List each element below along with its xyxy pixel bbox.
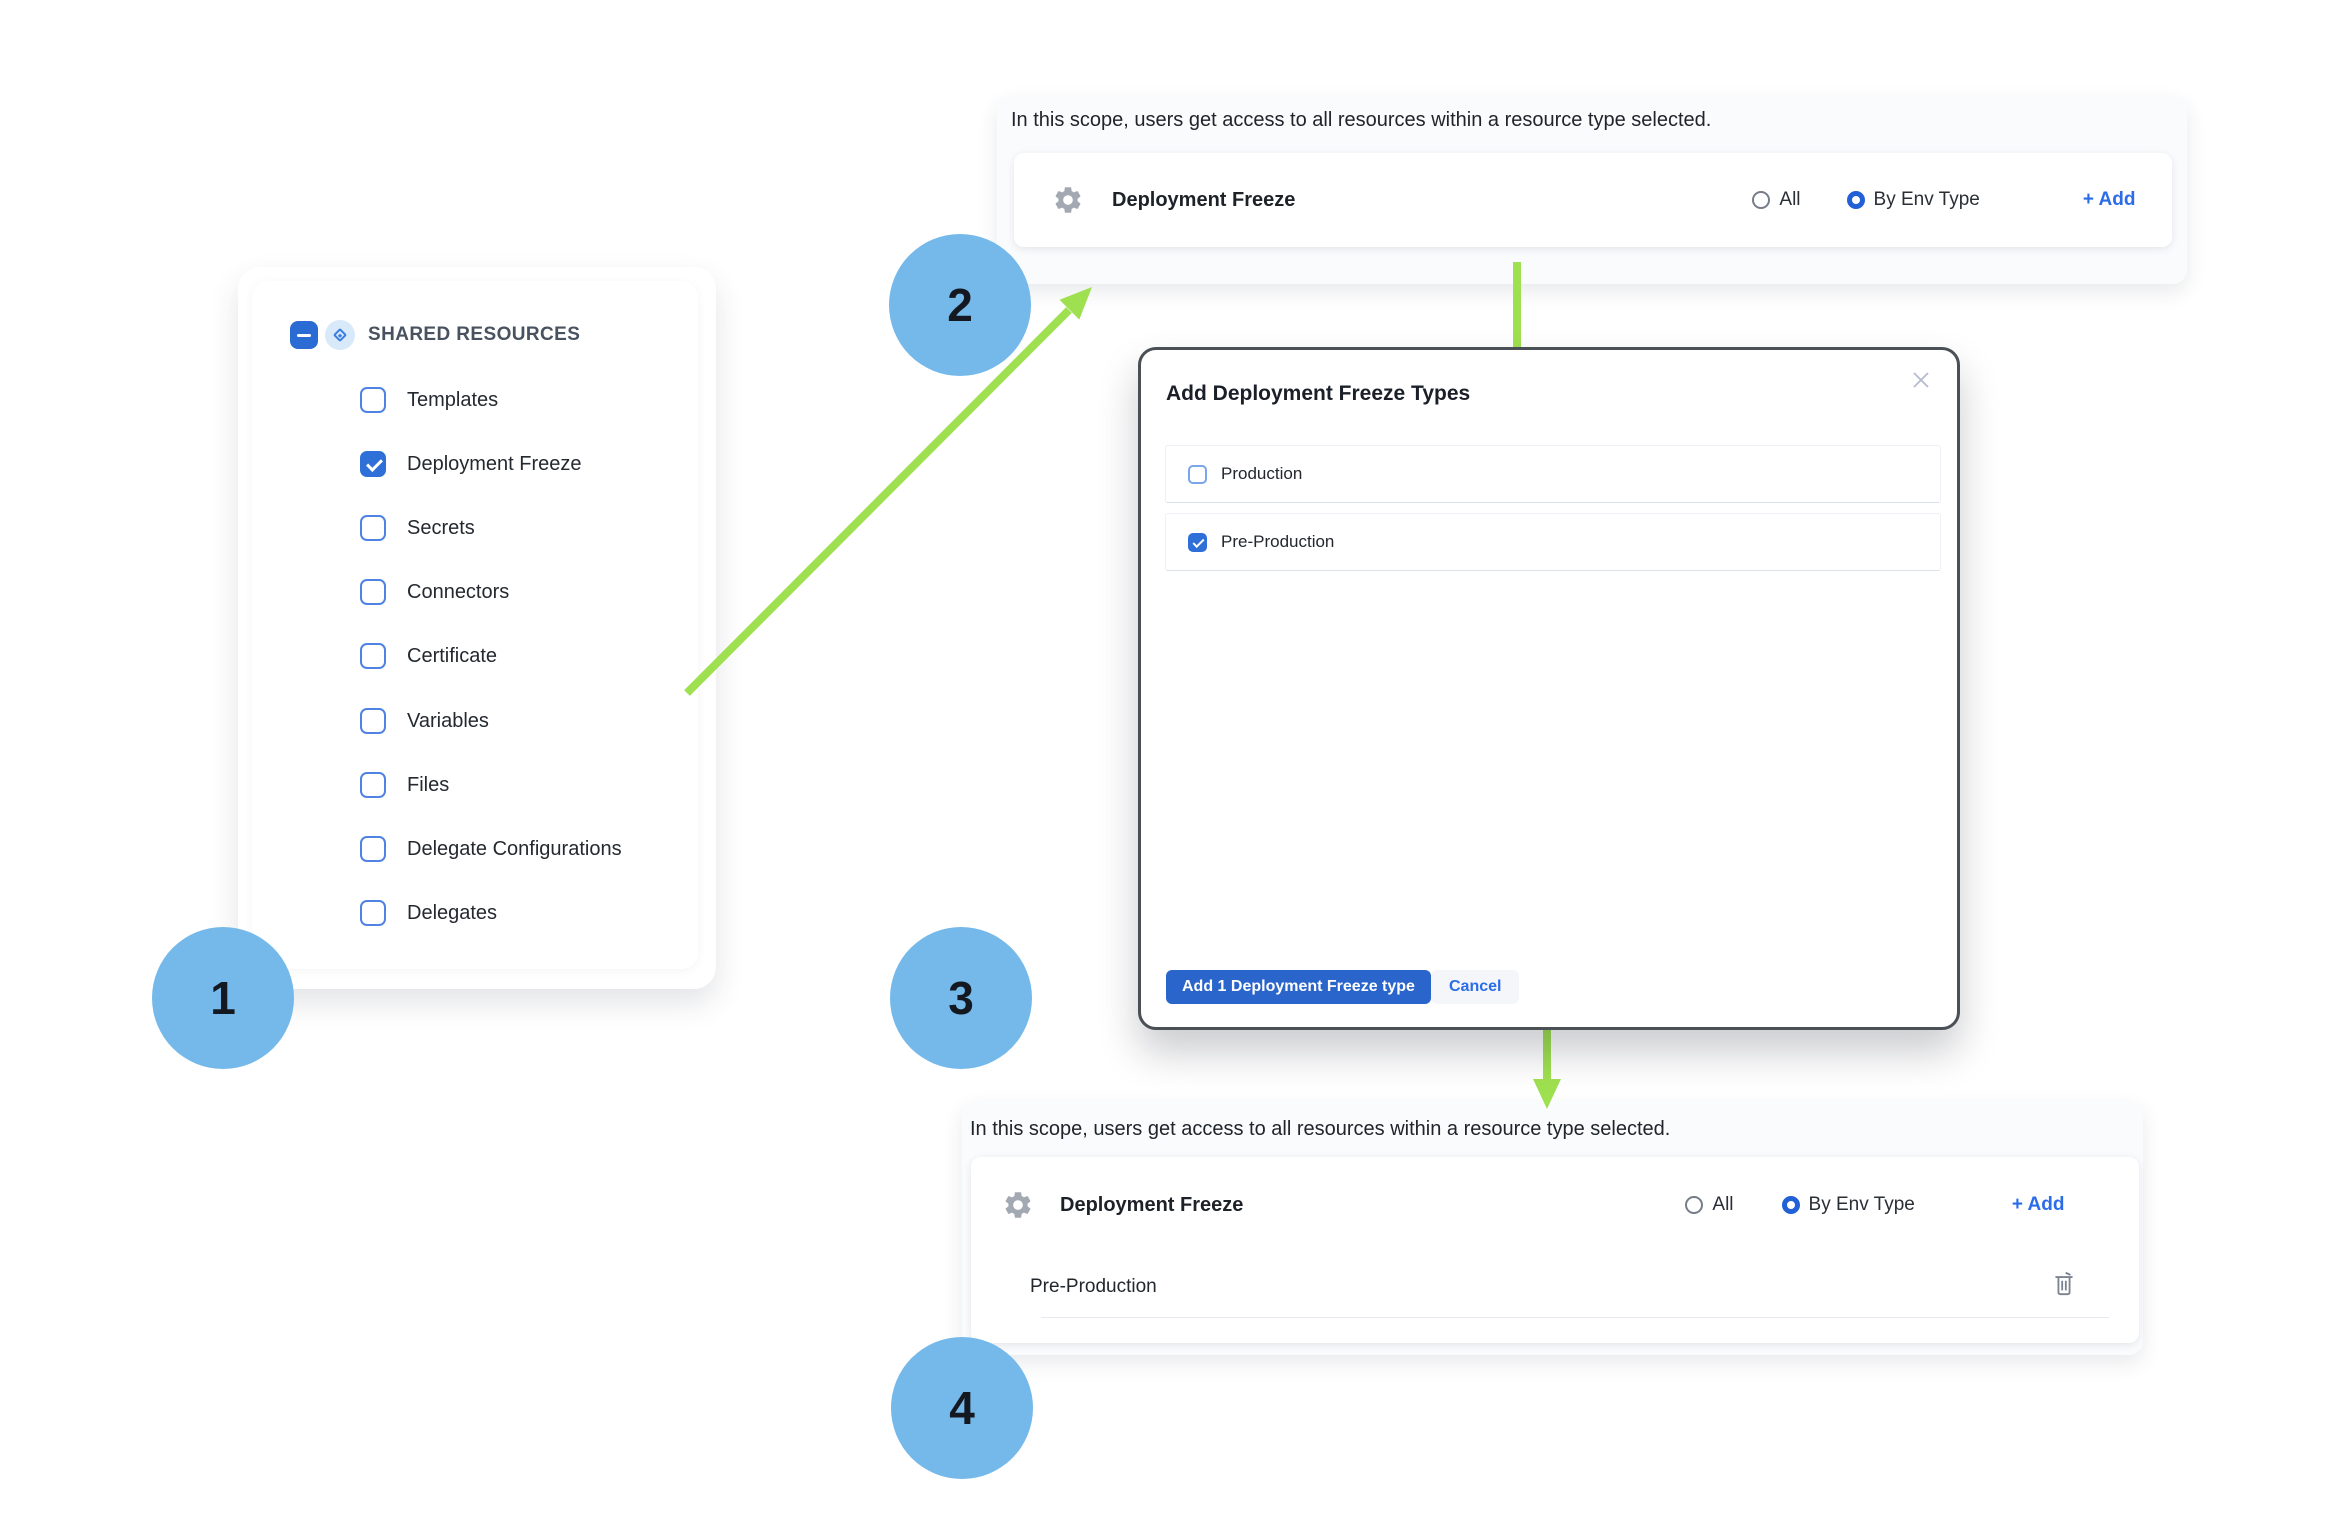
- production-checkbox[interactable]: [1188, 464, 1207, 484]
- radio-by-env-type[interactable]: [1846, 191, 1865, 209]
- minus-icon: [297, 333, 311, 337]
- delegates-label: Delegates: [407, 901, 498, 924]
- pre-production-checkbox[interactable]: [1188, 532, 1207, 552]
- delegate-configurations-checkbox[interactable]: [360, 836, 386, 862]
- collapse-button[interactable]: [290, 321, 318, 349]
- step-marker-4: 4: [891, 1337, 1033, 1479]
- radio-all-label-bottom: All: [1712, 1194, 1734, 1215]
- resource-name: Deployment Freeze: [1112, 188, 1296, 211]
- env-type-item-label: Pre-Production: [1030, 1276, 1157, 1297]
- modal-row-production: Production: [1165, 445, 1941, 503]
- sidebar-item-connectors: Connectors: [360, 578, 509, 606]
- templates-checkbox[interactable]: [360, 387, 386, 413]
- scope-description-bottom: In this scope, users get access to all r…: [970, 1118, 1671, 1140]
- secrets-label: Secrets: [407, 516, 475, 539]
- files-checkbox[interactable]: [360, 772, 386, 798]
- radio-all-bottom[interactable]: [1685, 1196, 1704, 1214]
- radio-all-label: All: [1779, 189, 1801, 210]
- step-marker-3: 3: [890, 927, 1032, 1069]
- secrets-checkbox[interactable]: [360, 515, 386, 541]
- shared-resources-header: SHARED RESOURCES: [290, 320, 580, 350]
- modal-title: Add Deployment Freeze Types: [1166, 382, 1471, 405]
- arrowhead-diagonal: [1059, 287, 1092, 320]
- pre-production-label: Pre-Production: [1221, 532, 1335, 551]
- sidebar-item-deployment-freeze: Deployment Freeze: [360, 450, 582, 478]
- production-label: Production: [1221, 464, 1303, 483]
- connectors-label: Connectors: [407, 580, 510, 603]
- resource-name-bottom: Deployment Freeze: [1060, 1193, 1244, 1216]
- add-link-bottom[interactable]: + Add: [2011, 1194, 2065, 1215]
- variables-label: Variables: [407, 709, 489, 732]
- scope-panel-bottom: In this scope, users get access to all r…: [962, 1101, 2143, 1355]
- scope-description: In this scope, users get access to all r…: [1011, 109, 1712, 131]
- modal-row-pre-production: Pre-Production: [1165, 513, 1941, 571]
- sidebar-item-delegates: Delegates: [360, 899, 497, 927]
- templates-label: Templates: [407, 388, 499, 411]
- deployment-freeze-label: Deployment Freeze: [407, 452, 582, 475]
- delegate-configurations-label: Delegate Configurations: [407, 837, 622, 860]
- resource-type-card: Deployment Freeze All By Env Type + Add: [1014, 153, 2172, 247]
- connectors-checkbox[interactable]: [360, 579, 386, 605]
- step-marker-2: 2: [889, 234, 1031, 376]
- files-label: Files: [407, 773, 450, 796]
- add-deployment-freeze-types-modal: Add Deployment Freeze Types Production P…: [1138, 347, 1960, 1030]
- deployment-freeze-checkbox[interactable]: [360, 451, 386, 477]
- certificate-label: Certificate: [407, 644, 498, 667]
- radio-by-env-type-bottom[interactable]: [1781, 1196, 1800, 1214]
- delegates-checkbox[interactable]: [360, 900, 386, 926]
- arrow-step1-to-step2: [684, 307, 1072, 696]
- certificate-checkbox[interactable]: [360, 643, 386, 669]
- resource-type-card-bottom: Deployment Freeze All By Env Type + Add …: [971, 1157, 2139, 1343]
- sidebar-item-files: Files: [360, 771, 449, 799]
- add-deployment-freeze-button[interactable]: Add 1 Deployment Freeze type: [1166, 970, 1431, 1004]
- radio-all[interactable]: [1752, 191, 1771, 209]
- sidebar-item-secrets: Secrets: [360, 514, 475, 542]
- gear-icon-bottom: [1005, 1192, 1031, 1218]
- trash-icon[interactable]: [2051, 1269, 2077, 1299]
- close-icon[interactable]: [1911, 370, 1931, 390]
- add-link[interactable]: + Add: [2082, 189, 2136, 210]
- scope-panel-top: In this scope, users get access to all r…: [997, 96, 2187, 284]
- radio-by-env-type-label: By Env Type: [1873, 189, 1980, 210]
- gear-icon: [1055, 187, 1081, 213]
- radio-by-env-type-label-bottom: By Env Type: [1808, 1194, 1915, 1215]
- shared-resources-panel: SHARED RESOURCES Templates Deployment Fr…: [252, 281, 698, 969]
- sidebar-item-delegate-configurations: Delegate Configurations: [360, 835, 622, 863]
- cancel-button[interactable]: Cancel: [1431, 970, 1520, 1004]
- row-divider: [1041, 1317, 2109, 1318]
- shared-resources-title: SHARED RESOURCES: [368, 324, 581, 345]
- variables-checkbox[interactable]: [360, 708, 386, 734]
- step-marker-1: 1: [152, 927, 294, 1069]
- sidebar-item-variables: Variables: [360, 707, 489, 735]
- sidebar-item-templates: Templates: [360, 386, 498, 414]
- sidebar-item-certificate: Certificate: [360, 642, 497, 670]
- shared-resources-icon: [325, 320, 355, 350]
